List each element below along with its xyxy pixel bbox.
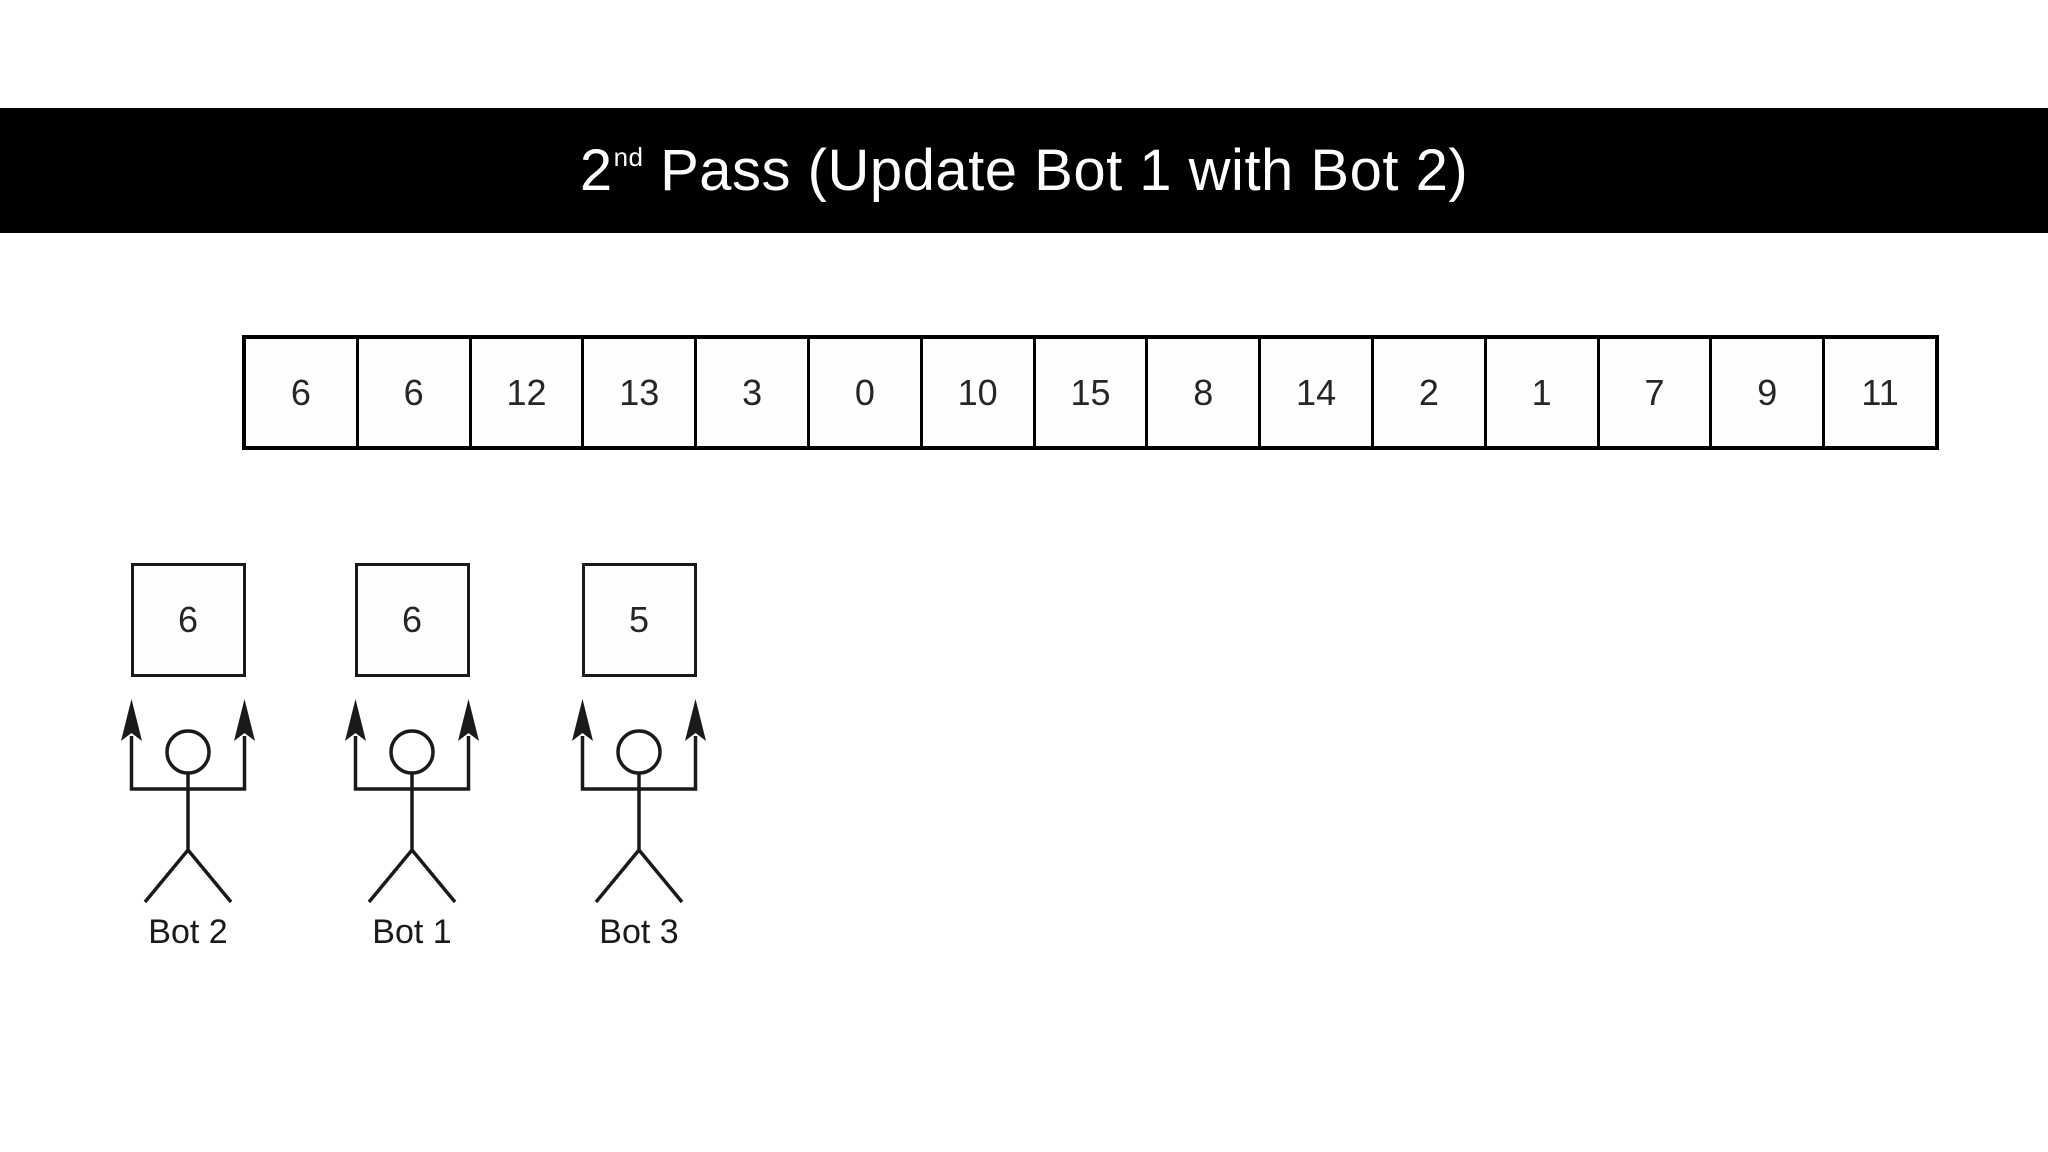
array-cell: 2 bbox=[1370, 339, 1484, 446]
bot-group-bot3: 5 Bot 3 bbox=[569, 563, 709, 952]
array-cell: 0 bbox=[806, 339, 920, 446]
stick-figure-icon bbox=[345, 699, 479, 904]
bot-label: Bot 2 bbox=[148, 913, 228, 951]
array-cell: 10 bbox=[919, 339, 1033, 446]
bot-value-box: 5 bbox=[581, 563, 697, 677]
array-cell: 11 bbox=[1822, 339, 1935, 446]
array-cell: 13 bbox=[581, 339, 694, 446]
bot-value: 6 bbox=[177, 599, 199, 640]
array-cell: 3 bbox=[694, 339, 807, 446]
title-text: Pass (Update Bot 1 with Bot 2) bbox=[643, 138, 1469, 203]
title-number: 2 bbox=[579, 138, 613, 203]
bot-value: 6 bbox=[401, 599, 423, 640]
stick-figure-icon bbox=[121, 699, 255, 904]
array-cell: 9 bbox=[1709, 339, 1822, 446]
bot-group-bot2: 6 Bot 2 bbox=[118, 563, 258, 952]
array-cell: 14 bbox=[1258, 339, 1371, 446]
array-cell: 7 bbox=[1596, 339, 1710, 446]
bot-value: 5 bbox=[628, 599, 650, 640]
array-cell: 8 bbox=[1145, 339, 1258, 446]
slide-title: 2nd Pass (Update Bot 1 with Bot 2) bbox=[580, 137, 1468, 204]
array-cell: 6 bbox=[355, 339, 469, 446]
bot-value-box: 6 bbox=[130, 563, 246, 677]
bot-label: Bot 3 bbox=[599, 913, 679, 951]
array-cell: 6 bbox=[290, 371, 311, 413]
bot-group-bot1: 6 Bot 1 bbox=[342, 563, 482, 952]
title-ordinal-suffix: nd bbox=[613, 141, 644, 172]
number-array: 6 6 12 13 3 0 10 15 8 14 2 1 7 9 11 bbox=[242, 335, 1939, 450]
array-cell: 15 bbox=[1032, 339, 1146, 446]
bot-value-box: 6 bbox=[354, 563, 470, 677]
stick-figure-icon bbox=[572, 699, 706, 904]
array-cell: 12 bbox=[468, 339, 582, 446]
array-cell: 1 bbox=[1483, 339, 1597, 446]
bot-label: Bot 1 bbox=[372, 913, 452, 951]
title-banner: 2nd Pass (Update Bot 1 with Bot 2) bbox=[0, 108, 2048, 233]
